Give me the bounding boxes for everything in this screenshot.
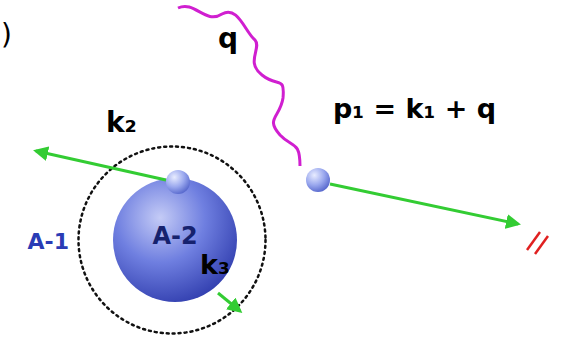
detector-mark [527, 232, 540, 250]
momentum-arrow [330, 184, 518, 224]
nucleus-core: A-2 [112, 177, 238, 303]
photon-label: q [218, 24, 238, 55]
panel-mark: ) [1, 20, 12, 51]
momentum-arrow [36, 151, 166, 180]
nucleus-label: A-1 [28, 230, 69, 254]
nucleon [306, 168, 330, 192]
momentum-label: p₁ = k₁ + q [333, 94, 496, 124]
detector-mark [535, 236, 548, 254]
nucleus-boundary: A-1A-2 [77, 145, 267, 335]
nucleus-label: A-2 [152, 223, 197, 249]
momentum-label: k₃ [200, 250, 230, 280]
nucleon [166, 170, 190, 194]
momentum-arrow [218, 293, 240, 311]
photon-wave [178, 6, 300, 166]
momentum-label: k₂ [106, 108, 137, 139]
